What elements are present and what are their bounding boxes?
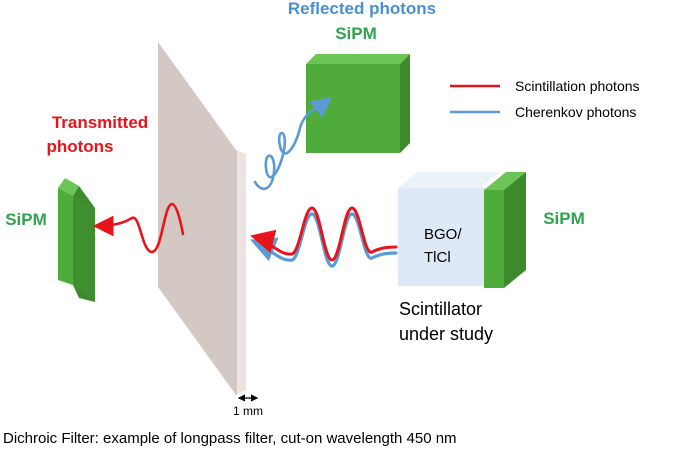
sipm-transmitted-block [58,178,95,302]
sipm-top-label: SiPM [335,24,377,43]
legend: Scintillation photons Cherenkov photons [450,78,640,120]
crystal-label-line1: BGO/ [424,226,462,243]
sipm-right-label: SiPM [543,209,585,228]
sipm-crystal-block [484,172,526,288]
legend-scintillation-label: Scintillation photons [515,78,640,94]
transmitted-label-line1: Transmitted [52,113,148,132]
thickness-label: 1 mm [233,404,263,418]
caption: Dichroic Filter: example of longpass fil… [3,430,457,447]
legend-cherenkov-label: Cherenkov photons [515,104,636,120]
transmitted-label-line2: photons [46,137,113,156]
scintillator-label-line1: Scintillator [399,299,482,319]
scintillator-label-line2: under study [399,324,493,344]
crystal-label-line2: TlCl [424,249,451,266]
transmitted-wave [92,202,185,254]
reflected-wave [253,96,333,191]
dichroic-filter [158,42,246,395]
scintillator-crystal [398,172,500,286]
scintillation-incoming-wave [250,206,398,262]
sipm-left-label: SiPM [5,210,47,229]
cherenkov-incoming-wave [250,212,398,268]
reflected-photons-label: Reflected photons [288,0,436,18]
